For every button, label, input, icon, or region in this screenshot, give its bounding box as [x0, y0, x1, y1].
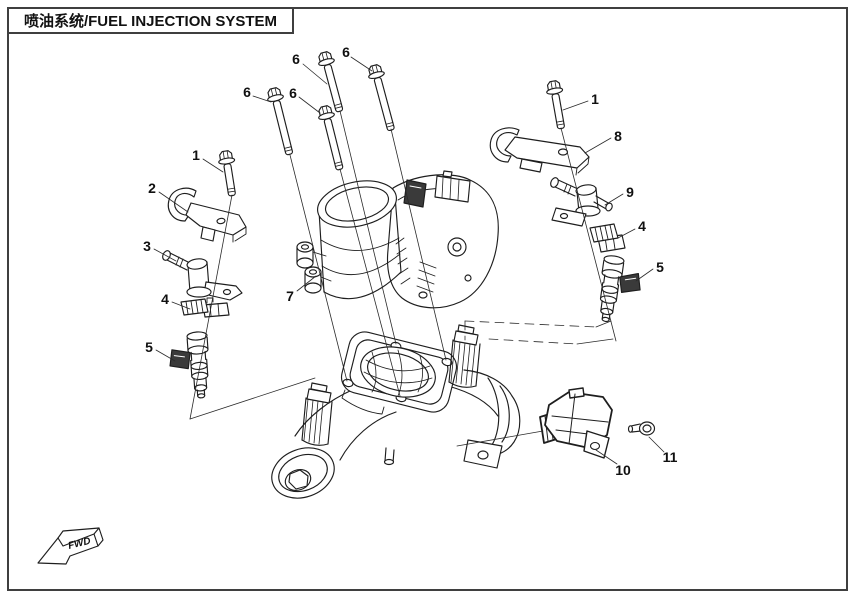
- callout-2: 2: [148, 180, 156, 196]
- intake-manifold: [271, 324, 521, 499]
- injector-press-plate-right: [489, 127, 590, 176]
- fuel-pipe-joint-right: [550, 177, 613, 227]
- leader-lines: [153, 56, 665, 465]
- title-box: 喷油系统/FUEL INJECTION SYSTEM: [7, 7, 294, 34]
- hidden-path-lines: [464, 320, 597, 345]
- injector-press-plate-left: [167, 187, 247, 243]
- bolt-6-b: [318, 51, 344, 113]
- callout-1-left: 1: [192, 147, 200, 163]
- bolt-6-c: [368, 64, 395, 132]
- bolt-6-a: [267, 87, 293, 156]
- callout-10: 10: [615, 462, 631, 478]
- callout-6-b: 6: [289, 85, 297, 101]
- retaining-clip-left: [180, 297, 230, 318]
- throttle-body-bolts: [267, 51, 395, 171]
- callout-5-left: 5: [145, 339, 153, 355]
- sensor-screw: [627, 421, 656, 436]
- projection-lines: [189, 110, 617, 447]
- callout-6-a: 6: [243, 84, 251, 100]
- callout-4-left: 4: [161, 291, 169, 307]
- fuel-pipe-joint-left: [162, 250, 243, 301]
- fuel-injector-right: [599, 255, 641, 323]
- page-border: [7, 7, 848, 591]
- callout-8: 8: [614, 128, 622, 144]
- throttle-body: [296, 170, 499, 309]
- fwd-arrow: FWD: [37, 527, 104, 565]
- callout-4-right: 4: [638, 218, 646, 234]
- bolt-6-d: [318, 105, 344, 171]
- callout-3: 3: [143, 238, 151, 254]
- callout-6-c: 6: [292, 51, 300, 67]
- callout-6-d: 6: [342, 44, 350, 60]
- page-title: 喷油系统/FUEL INJECTION SYSTEM: [23, 13, 278, 30]
- pressure-sensor: [539, 387, 613, 459]
- callout-5-right: 5: [656, 259, 664, 275]
- fwd-label: FWD: [67, 536, 92, 552]
- press-plate-bolt-right: [546, 80, 565, 130]
- callout-9: 9: [626, 184, 634, 200]
- callout-11: 11: [662, 449, 678, 465]
- retaining-clip-right: [589, 223, 626, 253]
- press-plate-bolt-left: [218, 150, 236, 197]
- callout-1-right: 1: [591, 91, 599, 107]
- callout-7: 7: [286, 288, 294, 304]
